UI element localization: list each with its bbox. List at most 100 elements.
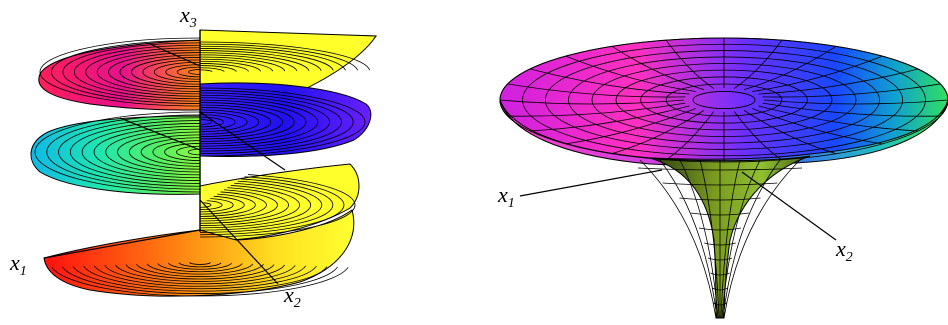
pseudosphere-ring bbox=[499, 37, 948, 163]
helicoid-x3-label: x3 bbox=[179, 2, 197, 31]
helicoid-contour-bottom bbox=[83, 265, 317, 290]
helicoid-contour-bottom bbox=[115, 264, 285, 282]
helicoid-contour-bottom bbox=[62, 266, 338, 294]
helicoid-contour-top-right bbox=[199, 67, 225, 72]
pseudosphere-ring bbox=[568, 56, 880, 144]
helicoid-contour-middle-left bbox=[128, 134, 201, 170]
helicoid-contour-lower-right bbox=[199, 180, 323, 231]
pseudosphere-stem-meridian bbox=[720, 159, 741, 319]
helicoid-middle-left-sheet bbox=[30, 115, 201, 195]
helicoid-contour-top bbox=[142, 59, 201, 85]
helicoid-contour-lower-right bbox=[199, 176, 345, 236]
helicoid-contour-bottom bbox=[93, 265, 307, 287]
helicoid-contour-top bbox=[108, 52, 201, 92]
helicoid-contour-lower-right bbox=[199, 193, 256, 217]
helicoid-contour-middle-left bbox=[46, 114, 201, 190]
pseudosphere-x1-label: x1 bbox=[497, 182, 515, 211]
helicoid-contour-top-right bbox=[199, 58, 274, 72]
helicoid-contour-top-right bbox=[199, 65, 237, 72]
pseudosphere-stem-meridian bbox=[723, 159, 801, 319]
helicoid-contour-bottom bbox=[157, 263, 243, 273]
pseudosphere-meridian bbox=[743, 45, 837, 90]
helicoid-contour-middle-left bbox=[70, 120, 201, 184]
pseudosphere-meridian bbox=[734, 111, 783, 161]
pseudosphere-meridian bbox=[758, 68, 919, 95]
pseudosphere-meridian bbox=[611, 110, 705, 155]
helicoid-contour-middle-right bbox=[199, 109, 260, 135]
helicoid-contour-lower-right bbox=[199, 200, 223, 210]
helicoid-contour-top-right bbox=[199, 54, 298, 72]
helicoid-contour-top-right bbox=[199, 69, 213, 73]
helicoid-contour-middle-right bbox=[199, 111, 248, 133]
helicoid-contour-top bbox=[73, 44, 201, 100]
helicoid-contour-bottom bbox=[189, 262, 211, 265]
helicoid-x1-axis-upper bbox=[149, 43, 201, 67]
helicoid-contour-top-right bbox=[199, 48, 334, 71]
helicoid-contour-middle-right bbox=[199, 114, 236, 130]
pseudosphere-meridian bbox=[743, 110, 837, 155]
pseudosphere-meridian bbox=[752, 55, 883, 92]
pseudosphere-meridian bbox=[763, 99, 948, 105]
helicoid-contour-lower-right bbox=[199, 191, 267, 220]
pseudosphere-meridian bbox=[529, 68, 690, 95]
pseudosphere-ring bbox=[692, 91, 756, 109]
pseudosphere-stem-meridian bbox=[659, 159, 718, 319]
helicoid-contour-top-right bbox=[199, 43, 358, 71]
helicoid-contour-lower-right bbox=[199, 185, 301, 226]
pseudosphere-meridian bbox=[499, 99, 685, 105]
pseudosphere-meridian bbox=[665, 111, 714, 161]
helicoid-contour-top-right bbox=[199, 50, 322, 71]
helicoid-contour-top bbox=[131, 57, 201, 87]
pseudosphere-meridian bbox=[752, 108, 883, 145]
helicoid-contour-lower-right bbox=[199, 189, 278, 222]
helicoid-contour-top bbox=[176, 66, 201, 78]
helicoid-contour-middle-left bbox=[188, 148, 201, 156]
helicoid-contour-lower-right bbox=[199, 174, 356, 238]
helicoid-contour-middle-left bbox=[58, 117, 201, 187]
pseudosphere-rim bbox=[499, 99, 948, 166]
helicoid-contour-top-right bbox=[199, 56, 286, 72]
helicoid-contour-bottom bbox=[51, 267, 349, 297]
pseudosphere-stem-meridian bbox=[639, 159, 717, 319]
helicoid-contour-top-right bbox=[199, 41, 371, 71]
pseudosphere-ring bbox=[591, 63, 857, 137]
pseudosphere-ring bbox=[544, 50, 904, 150]
pseudosphere-meridian bbox=[762, 83, 941, 98]
helicoid-contour-middle-right bbox=[199, 87, 366, 157]
helicoid-contour-top-right bbox=[199, 52, 310, 71]
helicoid-x1-label: x1 bbox=[9, 250, 27, 279]
pseudosphere-meridian bbox=[507, 102, 686, 117]
pseudosphere-meridian bbox=[507, 83, 686, 98]
pseudosphere-ring bbox=[522, 43, 926, 157]
helicoid-contour-middle-left bbox=[34, 111, 201, 193]
pseudosphere-stem-meridian bbox=[679, 159, 719, 319]
helicoid-contour-lower-right bbox=[199, 182, 312, 229]
helicoid-x1-axis bbox=[43, 229, 201, 259]
helicoid-x1-axis-mid bbox=[119, 117, 201, 151]
pseudosphere-meridian bbox=[734, 39, 783, 89]
helicoid-contour-lower-right bbox=[199, 198, 234, 213]
helicoid-contour-top bbox=[165, 64, 201, 80]
pseudosphere-stem-meridian bbox=[699, 159, 720, 319]
pseudosphere-meridian bbox=[565, 108, 696, 145]
pseudosphere-meridian bbox=[611, 45, 705, 90]
helicoid-contour-bottom bbox=[125, 264, 275, 280]
helicoid-x2-axis-upper bbox=[199, 111, 286, 171]
helicoid-figure: x3 x1 x2 bbox=[9, 2, 377, 311]
helicoid-contour-top bbox=[188, 69, 201, 75]
helicoid-contour-lower-right bbox=[199, 187, 289, 224]
helicoid-contour-middle-right bbox=[199, 97, 319, 147]
pseudosphere-meridian bbox=[565, 55, 696, 92]
pseudosphere-x2-axis bbox=[741, 171, 837, 241]
helicoid-x2-label: x2 bbox=[283, 282, 301, 311]
helicoid-contour-top bbox=[119, 54, 201, 90]
pseudosphere-meridian bbox=[758, 105, 919, 132]
helicoid-contour-top bbox=[39, 37, 201, 107]
helicoid-x2-axis bbox=[199, 199, 279, 285]
pseudosphere-stem-meridian bbox=[721, 159, 761, 319]
pseudosphere-ring bbox=[615, 69, 833, 131]
pseudosphere-x1-axis bbox=[519, 169, 663, 197]
helicoid-contour-bottom bbox=[72, 266, 328, 292]
helicoid-contour-middle-right bbox=[199, 102, 295, 142]
